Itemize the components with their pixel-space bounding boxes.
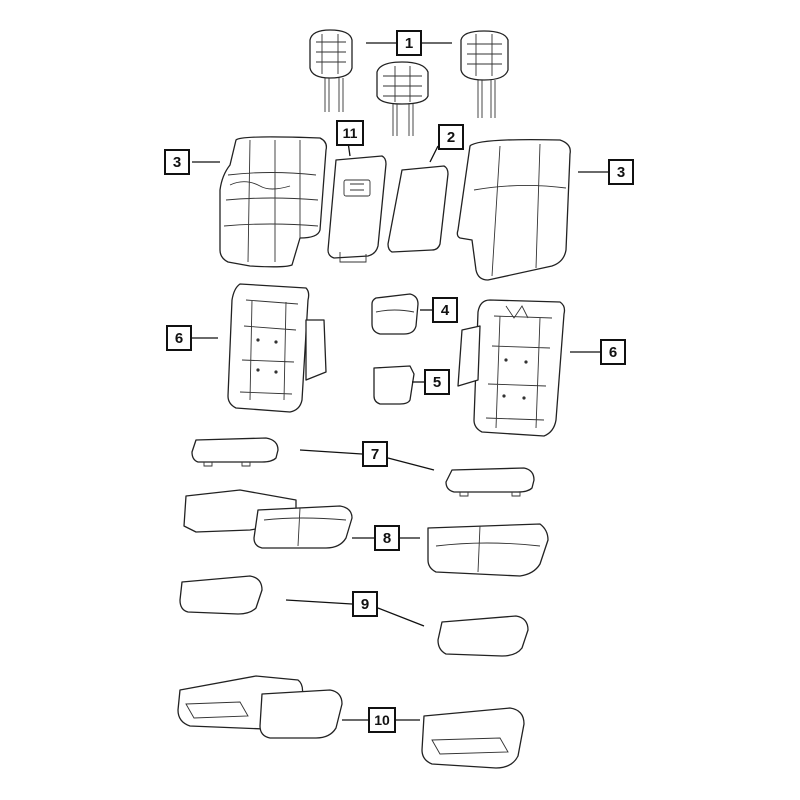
callout-10[interactable]: 10 <box>368 707 396 733</box>
callout-3-left[interactable]: 3 <box>164 149 190 175</box>
cushion-foam-left <box>179 575 263 615</box>
callout-7[interactable]: 7 <box>362 441 388 467</box>
headrest-right <box>460 30 509 118</box>
bolster-lower <box>373 365 415 405</box>
armrest <box>327 155 387 263</box>
callout-2[interactable]: 2 <box>438 124 464 150</box>
callout-6-right[interactable]: 6 <box>600 339 626 365</box>
cushion-frame-right <box>427 523 549 577</box>
seat-pad-left <box>191 437 279 467</box>
callout-1[interactable]: 1 <box>396 30 422 56</box>
seat-back-frame-right <box>457 299 566 437</box>
callout-5[interactable]: 5 <box>424 369 450 395</box>
callout-3-right[interactable]: 3 <box>608 159 634 185</box>
callout-9[interactable]: 9 <box>352 591 378 617</box>
headrest-center <box>376 61 429 136</box>
cushion-cover-right <box>421 707 525 769</box>
seat-back-pad <box>387 165 449 253</box>
cushion-foam-right <box>437 615 529 657</box>
callout-11[interactable]: 11 <box>336 120 364 146</box>
callout-6-left[interactable]: 6 <box>166 325 192 351</box>
seat-back-cover-right <box>456 138 571 281</box>
cushion-frame-left <box>183 489 353 549</box>
callout-8[interactable]: 8 <box>374 525 400 551</box>
seat-back-frame-left <box>227 283 327 413</box>
cushion-cover-left <box>177 675 343 739</box>
seat-back-cover-left <box>219 136 328 268</box>
headrest-left <box>309 29 353 112</box>
bolster-upper <box>371 293 419 335</box>
callout-4[interactable]: 4 <box>432 297 458 323</box>
seat-pad-right <box>445 467 535 497</box>
